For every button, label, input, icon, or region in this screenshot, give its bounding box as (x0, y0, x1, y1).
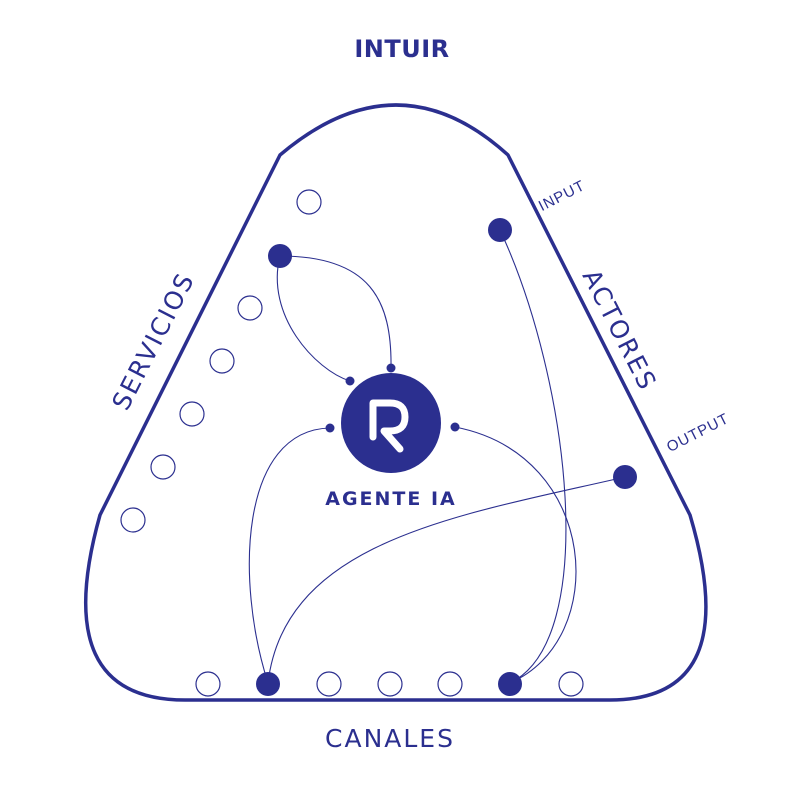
edge-servicio-to-agent-b (276, 255, 351, 382)
brand-title: INTUIR (354, 35, 449, 63)
agent-port-dot (450, 422, 460, 432)
input-actor-node (488, 218, 512, 242)
canal-slot-node (437, 671, 463, 697)
servicio-slot-node (237, 295, 263, 321)
edge-canal-to-agent (248, 427, 331, 684)
edge-servicio-to-agent-a (279, 255, 392, 369)
canales-label: CANALES (325, 724, 455, 753)
servicio-slot-node (209, 348, 235, 374)
input-label: INPUT (536, 177, 588, 215)
canal-slot-node (316, 671, 342, 697)
triangle-frame (84, 103, 708, 702)
canal-slot-node (195, 671, 221, 697)
agent-port-dot (345, 376, 355, 386)
canal-slot-node (558, 671, 584, 697)
agent-logo-letter: R (0, 0, 1, 1)
servicio-slot-node (150, 454, 176, 480)
canal-active-node (498, 672, 522, 696)
agent-node (341, 373, 441, 473)
edge-agent-to-canal (454, 426, 577, 684)
agent-port-dot (386, 363, 396, 373)
servicio-slot-node (120, 507, 146, 533)
output-actor-node (613, 465, 637, 489)
output-label: OUTPUT (664, 410, 732, 456)
servicio-active-node (268, 244, 292, 268)
servicio-slot-node (296, 189, 322, 215)
edge-canal-to-output (267, 476, 626, 684)
canal-active-node (256, 672, 280, 696)
canal-slot-node (377, 671, 403, 697)
edge-input-to-canal (499, 229, 567, 684)
agent-label: AGENTE IA (325, 488, 457, 510)
agent-port-dot (325, 423, 335, 433)
agent-logo-icon: R (0, 0, 409, 453)
servicio-slot-node (179, 401, 205, 427)
